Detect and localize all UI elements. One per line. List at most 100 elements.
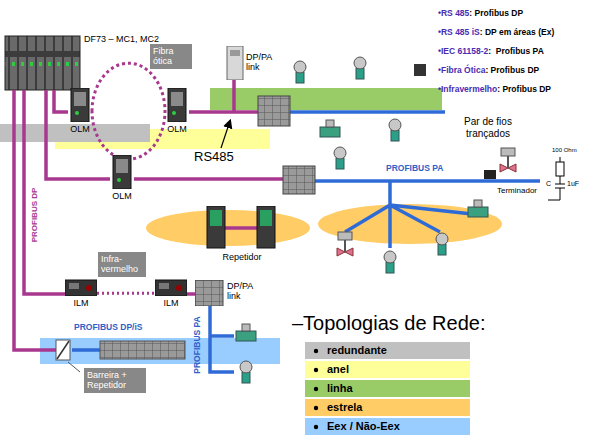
ilm-housing [65, 280, 97, 296]
ilm-housing [155, 280, 187, 296]
pa-wire [315, 179, 540, 183]
terminator-icon [484, 170, 496, 179]
transmitter-body [336, 158, 344, 169]
diagram-label: PROFIBUS DP/iS [74, 323, 142, 333]
olm-module: OLM [68, 88, 92, 134]
device-box [414, 64, 426, 76]
ilm-lens [86, 285, 92, 291]
legend-swatch: anel [305, 361, 470, 378]
olm-panel [74, 92, 86, 106]
bullet-dot [314, 406, 318, 410]
star-band [146, 210, 310, 246]
transmitter-head [240, 361, 252, 373]
legend-list-row: •RS 485: Profibus DP [438, 8, 523, 18]
transmitter-body [356, 68, 364, 79]
bullet-dot [314, 368, 318, 372]
bullet-dot [314, 425, 318, 429]
legend-list-row: •RS 485 iS: DP em áreas (Ex) [438, 27, 554, 37]
callout-box: Fibra ótica [150, 44, 192, 69]
legend-bullet [311, 380, 323, 397]
dp-pa-link: DP/PA link [195, 280, 263, 302]
transmitter-head [389, 119, 401, 131]
legend-text: anel [327, 363, 349, 376]
diagram-label: PROFIBUS PA [193, 316, 203, 373]
olm-panel [171, 92, 183, 106]
dp-wire [14, 90, 56, 350]
dpis-wire [72, 348, 100, 352]
transmitter-body [296, 72, 304, 83]
bus-type-text: : Profibus DP [469, 8, 523, 18]
barrier-symbol [57, 341, 69, 359]
fiber-ring [92, 63, 165, 159]
olm-module: OLM [110, 155, 134, 201]
callout-box: Barreira + Repetidor [84, 368, 146, 393]
resistor-symbol [556, 162, 564, 176]
transmitter-head [384, 251, 396, 263]
profibus-dp-wires [14, 80, 283, 350]
coupler-rack [258, 96, 290, 126]
legend-bullet [311, 342, 323, 359]
node-text: OLM [68, 124, 92, 134]
terminator: Terminador [497, 186, 537, 195]
transmitter-body [386, 262, 394, 273]
device-icon [110, 155, 134, 189]
device-icon [65, 278, 97, 296]
node-text: DP/PA link [227, 281, 263, 302]
transmitter-head [354, 57, 366, 69]
transmitter-head [294, 61, 306, 73]
transmitter-head [436, 233, 448, 245]
legend-text: estrela [327, 401, 362, 414]
infrared-link [97, 292, 155, 295]
transmitter-head [334, 147, 346, 159]
node-text: OLM [110, 191, 134, 201]
star-band [318, 204, 502, 244]
field-devices [236, 57, 516, 383]
legend-text: Eex / Não-Eex [327, 420, 400, 433]
bus-type-text: •Infravermelho [438, 84, 497, 94]
olm-housing [71, 88, 89, 122]
bus-type-text: : DP em áreas (Ex) [480, 27, 555, 37]
node-text: Infra-vermelho [101, 254, 143, 275]
repeater-housing [207, 206, 225, 248]
repeater-panel [260, 210, 272, 226]
node-text: ILM [65, 298, 97, 308]
valve-actuator [338, 232, 352, 240]
ilm-lens [176, 285, 182, 291]
device-icon [195, 280, 225, 306]
olm-led [75, 111, 79, 115]
legend-list-row: •IEC 61158-2: Profibus PA [438, 46, 544, 56]
dp-wire [54, 90, 68, 112]
bus-type-text: •RS 485 [438, 8, 469, 18]
diagram-label: RS485 [194, 150, 234, 165]
callout-box: Infra-vermelho [98, 252, 146, 277]
valve-stem [507, 156, 509, 168]
flowmeter-head [242, 324, 250, 331]
diagram-label: 1uF [567, 180, 579, 188]
device-icon [165, 88, 189, 122]
legend-list-row: •Fibra Ótica: Profibus DP [438, 65, 539, 75]
link-panel [230, 50, 240, 56]
dp-wire [189, 80, 258, 112]
eex-band [40, 338, 280, 364]
device-icon [205, 206, 279, 250]
bus-type-text: •IEC 61158-2 [438, 46, 488, 56]
diagram-label: C [546, 180, 551, 188]
node-text: ILM [155, 298, 187, 308]
terminator-circuit [548, 157, 565, 200]
line-band [210, 88, 442, 110]
ilm-module: ILM [65, 278, 97, 308]
node-text: DF73 – MC1, MC2 [84, 34, 159, 44]
legend-list-row: •Infravermelho: Profibus DP [438, 84, 551, 94]
legend-text: redundante [327, 344, 387, 357]
flowmeter-head [474, 200, 482, 207]
flowmeter-head [326, 120, 334, 127]
pointer-arrow [221, 121, 230, 148]
valve-stem [344, 240, 346, 252]
dp-pa-link: DP/PA link [226, 46, 284, 73]
ilm-module: ILM [155, 278, 187, 308]
diagram-label: PROFIBUS DP [30, 188, 39, 243]
node-text: DP/PA link [246, 52, 284, 73]
olm-module: OLM [165, 88, 189, 134]
transmitter-body [242, 372, 250, 383]
node-text: Repetidor [205, 252, 279, 262]
